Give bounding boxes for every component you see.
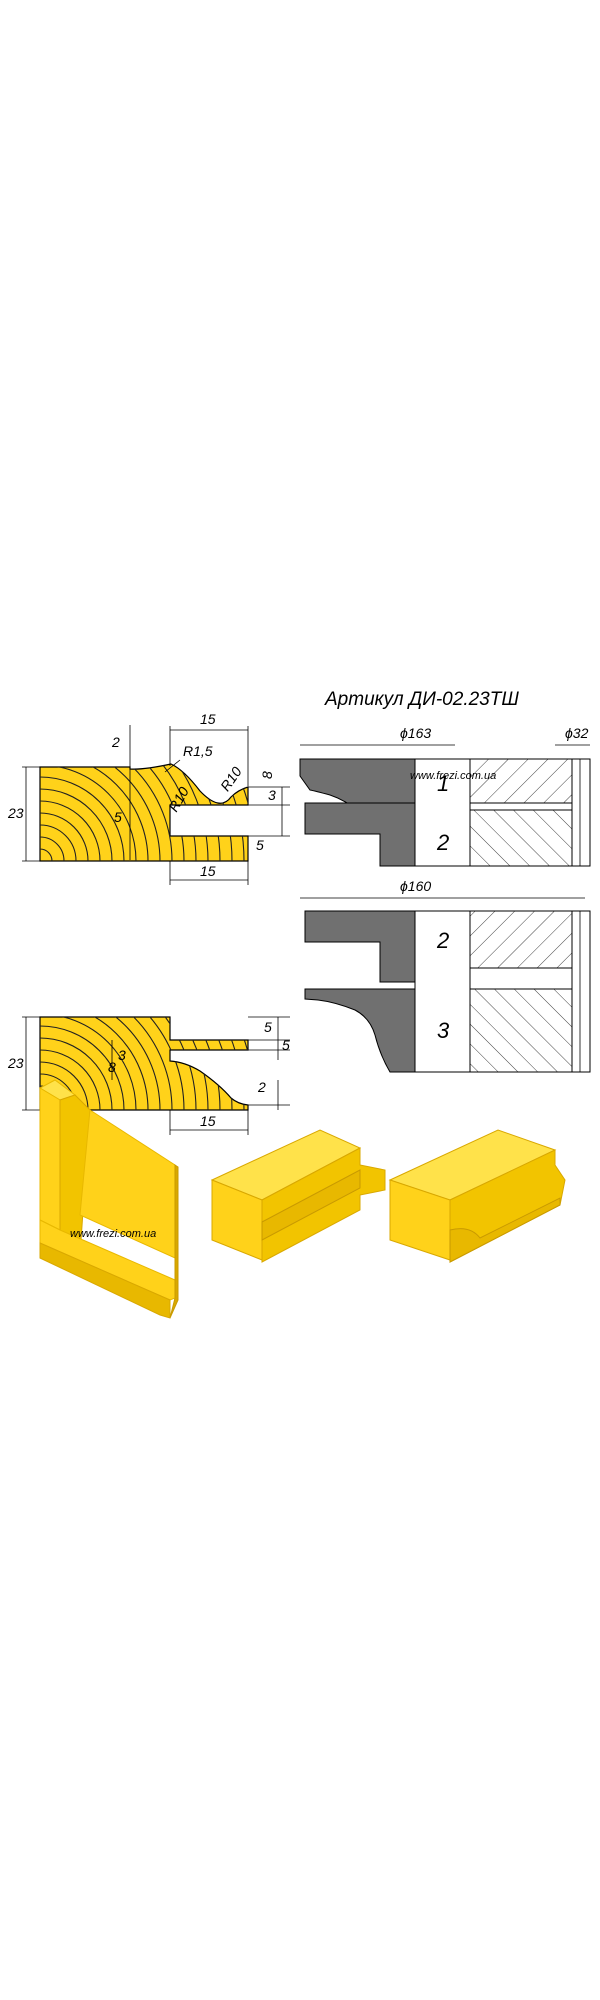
- frame-corner-3d: www.frezi.com.ua: [38, 1079, 179, 1319]
- tongue-slot: [261, 1169, 361, 1241]
- cutter-bottom-blade-2: [304, 910, 416, 983]
- cutter-top-bore-label: ϕ32: [565, 725, 589, 741]
- cutter-bottom-hub-2: [469, 910, 573, 969]
- bottom-dim-8-label: 8: [108, 1059, 116, 1075]
- cutter-bottom-part-2-label: 2: [436, 928, 449, 953]
- top-width-label: 15: [200, 711, 216, 727]
- bottom-dim-2-label: 2: [257, 1079, 266, 1095]
- cutter-top-hub-2: [469, 809, 573, 867]
- bottom-height-label: 23: [7, 1055, 24, 1071]
- top-dim-2-label: 2: [111, 734, 120, 750]
- cutter-bottom-diameter-label: ϕ160: [400, 878, 431, 894]
- cutter-top-blade-2: [304, 802, 416, 867]
- profile-top: 23 15 2 R1,5 R10 R10 8 3 5 5 15: [7, 711, 290, 885]
- cutter-bottom: ϕ160 2 3: [300, 878, 591, 1073]
- cutter-top-body: [414, 758, 471, 867]
- top-dim-8-label: 8: [259, 771, 275, 779]
- cutter-bottom-hub-3: [469, 988, 573, 1073]
- cutter-top-diameter-label: ϕ163: [400, 725, 431, 741]
- cutter-top: ϕ163 ϕ32 1 2 www.frezi.com.ua: [299, 725, 591, 867]
- bottom-dim-3-label: 3: [118, 1047, 126, 1063]
- cutter-top-part-1-label: 1: [437, 771, 449, 796]
- cutter-bottom-part-3-label: 3: [437, 1018, 450, 1043]
- block-tongue-3d: [210, 1129, 386, 1263]
- top-dim-3-label: 3: [268, 787, 276, 803]
- profile-bottom: 23 5 5 8 3 2 15: [7, 1016, 290, 1135]
- frame-stile-face: [39, 1087, 61, 1231]
- cutter-top-shaft: [571, 758, 591, 867]
- bottom-dim-5-a-label: 5: [264, 1019, 272, 1035]
- website-label: www.frezi.com.ua: [410, 770, 496, 782]
- frame-rail-bottom: [39, 1242, 171, 1319]
- cutter-bottom-shaft: [571, 910, 591, 1073]
- top-dim-5-side-label: 5: [256, 837, 264, 853]
- top-height-label: 23: [7, 805, 24, 821]
- bottom-dim-5-b-label: 5: [282, 1037, 290, 1053]
- cutter-bottom-blade-3: [304, 988, 416, 1073]
- top-width-bottom-label: 15: [200, 863, 216, 879]
- profile-block-cove: [449, 1197, 561, 1263]
- frame-website-label: www.frezi.com.ua: [70, 1228, 156, 1240]
- cutter-top-part-2-label: 2: [436, 830, 449, 855]
- profile-bottom-body: [39, 1016, 249, 1111]
- frame-right-edge: [169, 1164, 179, 1319]
- cutter-bottom-body: [414, 910, 471, 1073]
- top-dim-5-slot-label: 5: [114, 809, 122, 825]
- profile-top-body: [39, 763, 249, 862]
- bottom-width-label: 15: [200, 1113, 216, 1129]
- top-r-small-label: R1,5: [183, 743, 213, 759]
- block-profile-3d: [388, 1129, 566, 1263]
- title: Артикул ДИ-02.23ТШ: [324, 689, 519, 710]
